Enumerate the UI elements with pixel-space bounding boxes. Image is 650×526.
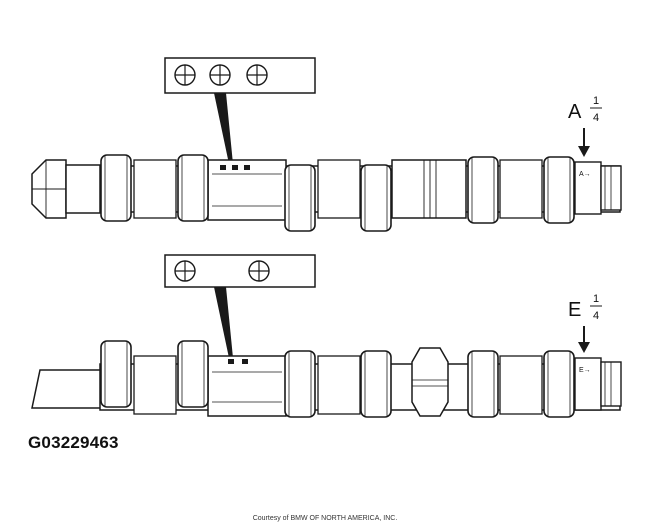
upper-reference-mark: A 1 4: [568, 95, 602, 157]
lower-timing-callout: [164, 254, 316, 358]
down-arrow-icon: [578, 128, 590, 157]
figure-code: G03229463: [28, 433, 119, 452]
timing-dot: [220, 165, 226, 170]
lower-mark-fraction-top: 1: [593, 293, 599, 305]
upper-camshaft: A→ A 1 4: [31, 57, 622, 232]
lower-mark-letter: E: [568, 299, 581, 321]
credit-line: Courtesy of BMW OF NORTH AMERICA, INC.: [252, 515, 398, 522]
timing-mark-circle-icon: [246, 64, 268, 86]
timing-mark-circle-icon: [248, 260, 270, 282]
upper-mark-letter: A: [568, 101, 582, 123]
timing-mark-circle-icon: [209, 64, 231, 86]
timing-mark-circle-icon: [174, 260, 196, 282]
timing-dot: [244, 165, 250, 170]
callout-pointer: [214, 287, 233, 358]
lower-camshaft: E→ E 1 4: [31, 254, 622, 418]
timing-dot: [228, 359, 234, 364]
timing-mark-circle-icon: [174, 64, 196, 86]
upper-mark-fraction-top: 1: [593, 95, 599, 107]
lower-shaft-tag: E→: [579, 367, 591, 374]
upper-timing-callout: [164, 57, 316, 164]
down-arrow-icon: [578, 326, 590, 353]
upper-shaft-tag: A→: [579, 171, 591, 178]
callout-pointer: [214, 93, 233, 164]
lower-mark-fraction-bottom: 4: [593, 310, 599, 322]
timing-dot: [242, 359, 248, 364]
lower-reference-mark: E 1 4: [568, 293, 602, 353]
upper-mark-fraction-bottom: 4: [593, 112, 599, 124]
timing-dot: [232, 165, 238, 170]
